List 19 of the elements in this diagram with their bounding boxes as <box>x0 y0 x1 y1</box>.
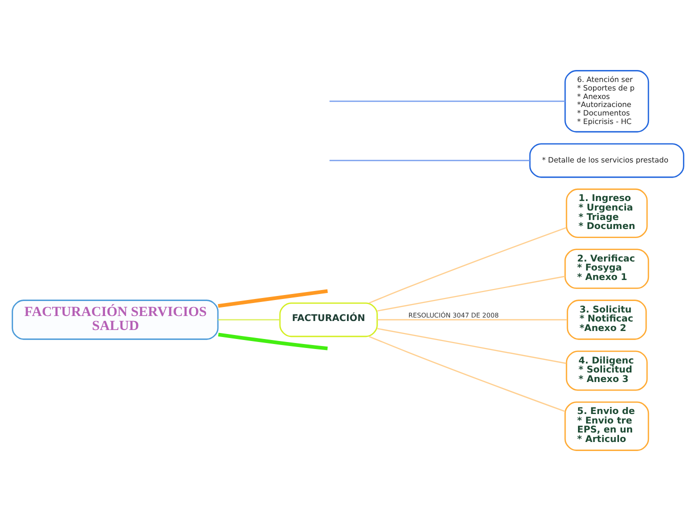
node-box: 5. Envio de * Envio tre EPS, en un * Articulo <box>564 401 650 450</box>
connector <box>368 226 566 304</box>
connector <box>377 318 568 320</box>
node-box: 6. Atención ser * Soportes de p * Anexos *Autorizacione * Documentos * Epicrisis - HC <box>564 70 650 132</box>
node-box: 1. Ingreso * Urgencia * Triage * Documen <box>566 188 648 238</box>
node-box: 3. Solicitu * Notificac *Anexo 2 <box>566 299 647 340</box>
connector <box>330 159 530 161</box>
connector <box>330 100 566 102</box>
connector <box>218 318 280 320</box>
connector <box>368 335 566 412</box>
node-box: FACTURACIÓN <box>279 302 378 337</box>
connector <box>377 275 566 312</box>
node-box: * Detalle de los servicios prestado <box>529 142 684 178</box>
connector <box>218 332 328 350</box>
connector <box>377 327 566 364</box>
node-box: FACTURACIÓN SERVICIOS SALUD <box>12 299 219 340</box>
node-box: 4. Diligenc * Solicitud * Anexo 3 <box>566 350 648 390</box>
connector <box>218 288 328 308</box>
node-box: 2. Verificac * Fosyga * Anexo 1 <box>564 248 650 288</box>
